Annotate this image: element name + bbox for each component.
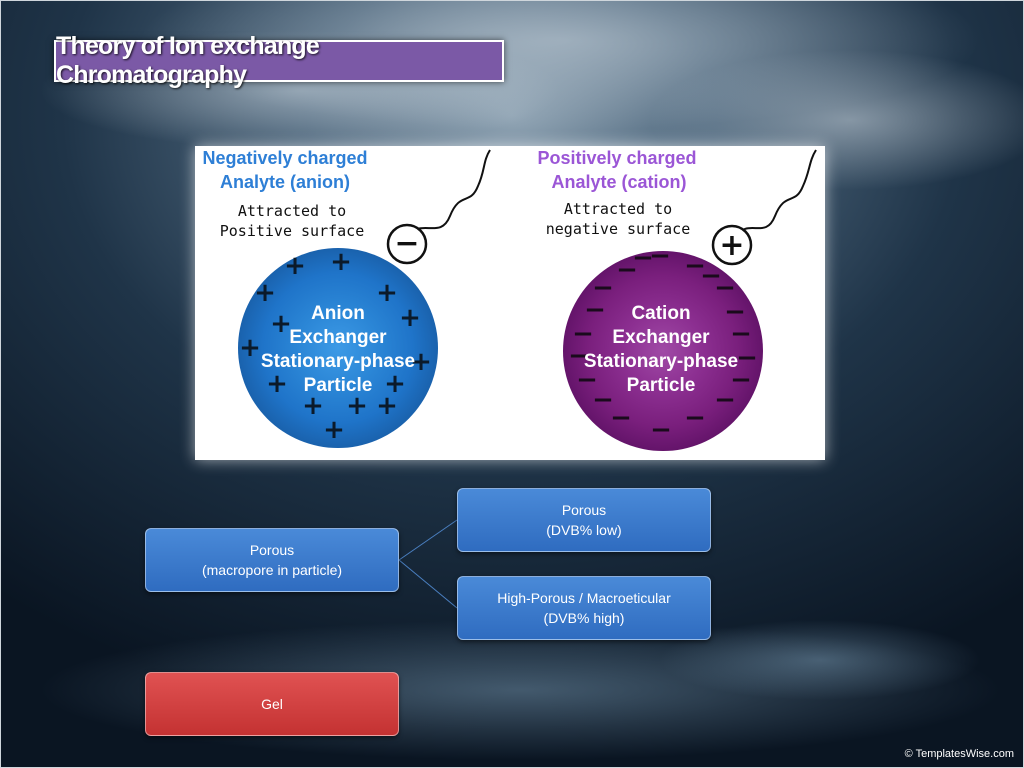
negative-charge-symbol: − <box>572 319 594 349</box>
positive-charge-symbol: + <box>284 251 306 281</box>
right-header-line2: Analyte (cation) <box>551 172 686 192</box>
positive-charge-symbol: + <box>270 309 292 339</box>
left-desc-line2: Positive surface <box>220 222 365 240</box>
negative-charge-symbol: − <box>730 365 752 395</box>
negative-charge-symbol: − <box>616 255 638 285</box>
positive-charge-symbol: + <box>410 347 432 377</box>
positive-charge-symbol: + <box>302 391 324 421</box>
left-sphere-line3: Stationary-phase <box>261 351 415 372</box>
negative-charge-symbol: − <box>632 243 654 273</box>
left-sphere-line1: Anion <box>311 303 365 324</box>
negative-charge-symbol: − <box>592 385 614 415</box>
porous-low-dvb-node[interactable]: Porous (DVB% low) <box>457 488 711 552</box>
left-analyte-tail <box>406 149 491 239</box>
right-header-line1: Positively charged <box>537 148 696 168</box>
positive-charge-symbol: + <box>346 391 368 421</box>
gel-node[interactable]: Gel <box>145 672 399 736</box>
right-sphere-line2: Exchanger <box>612 327 710 348</box>
title-box: Theory of Ion exchange Chromatography <box>54 32 504 89</box>
negative-charge-symbol: − <box>684 251 706 281</box>
right-sphere-line3: Stationary-phase <box>584 351 738 372</box>
child1-line2: (DVB% low) <box>546 522 622 538</box>
negative-charge-symbol: − <box>724 297 746 327</box>
negative-charge-symbol: − <box>592 273 614 303</box>
negative-charge-symbol: − <box>714 273 736 303</box>
root-node-line1: Porous <box>249 542 295 558</box>
right-analyte-tail <box>734 149 817 239</box>
right-analyte-symbol: + <box>719 228 744 263</box>
left-analyte-ion <box>386 223 428 265</box>
root-node-line2: (macropore in particle) <box>201 562 343 578</box>
negative-charge-symbol: − <box>610 403 632 433</box>
negative-charge-symbol: − <box>568 341 590 371</box>
ion-exchange-diagram: Negatively charged Analyte (anion) Attra… <box>195 146 825 460</box>
negative-charge-symbol: − <box>736 343 758 373</box>
credit-text: © TemplatesWise.com <box>904 748 1014 760</box>
right-sphere-line1: Cation <box>631 303 690 324</box>
high-porous-node[interactable]: High-Porous / Macroeticular (DVB% high) <box>457 576 711 640</box>
right-sphere-line4: Particle <box>627 375 696 396</box>
positive-charge-symbol: + <box>323 415 345 445</box>
cation-surface-charges: −−−−−−−−−−−−−−−−−−−− <box>568 241 758 445</box>
right-analyte-ion <box>711 224 753 266</box>
porous-root-node[interactable]: Porous (macropore in particle) <box>145 528 399 592</box>
positive-charge-symbol: + <box>330 247 352 277</box>
right-desc-line2: negative surface <box>546 220 691 238</box>
left-header-line1: Negatively charged <box>202 148 367 168</box>
left-header-line2: Analyte (anion) <box>220 172 350 192</box>
negative-charge-symbol: − <box>684 403 706 433</box>
anion-exchanger-sphere <box>238 248 438 448</box>
positive-charge-symbol: + <box>376 391 398 421</box>
negative-charge-symbol: − <box>650 415 672 445</box>
left-analyte-symbol: − <box>394 226 419 261</box>
gel-label: Gel <box>261 696 283 712</box>
positive-charge-symbol: + <box>384 369 406 399</box>
anion-surface-charges: ++++++++++++++ <box>239 247 432 445</box>
slide-title: Theory of Ion exchange Chromatography <box>56 32 320 89</box>
negative-charge-symbol: − <box>700 261 722 291</box>
right-desc-line1: Attracted to <box>564 200 672 218</box>
negative-charge-symbol: − <box>714 385 736 415</box>
child2-line1: High-Porous / Macroeticular <box>497 590 671 606</box>
positive-charge-symbol: + <box>376 278 398 308</box>
positive-charge-symbol: + <box>239 333 261 363</box>
negative-charge-symbol: − <box>649 241 671 271</box>
left-sphere-line4: Particle <box>304 375 373 396</box>
negative-charge-symbol: − <box>584 295 606 325</box>
positive-charge-symbol: + <box>254 278 276 308</box>
left-sphere-line2: Exchanger <box>289 327 387 348</box>
ion-exchange-illustration: Negatively charged Analyte (anion) Attra… <box>202 148 817 451</box>
child2-line2: (DVB% high) <box>543 610 625 626</box>
negative-charge-symbol: − <box>730 319 752 349</box>
child1-line1: Porous <box>561 502 607 518</box>
positive-charge-symbol: + <box>266 369 288 399</box>
positive-charge-symbol: + <box>399 303 421 333</box>
cation-exchanger-sphere <box>563 251 763 451</box>
left-desc-line1: Attracted to <box>238 202 346 220</box>
negative-charge-symbol: − <box>576 365 598 395</box>
